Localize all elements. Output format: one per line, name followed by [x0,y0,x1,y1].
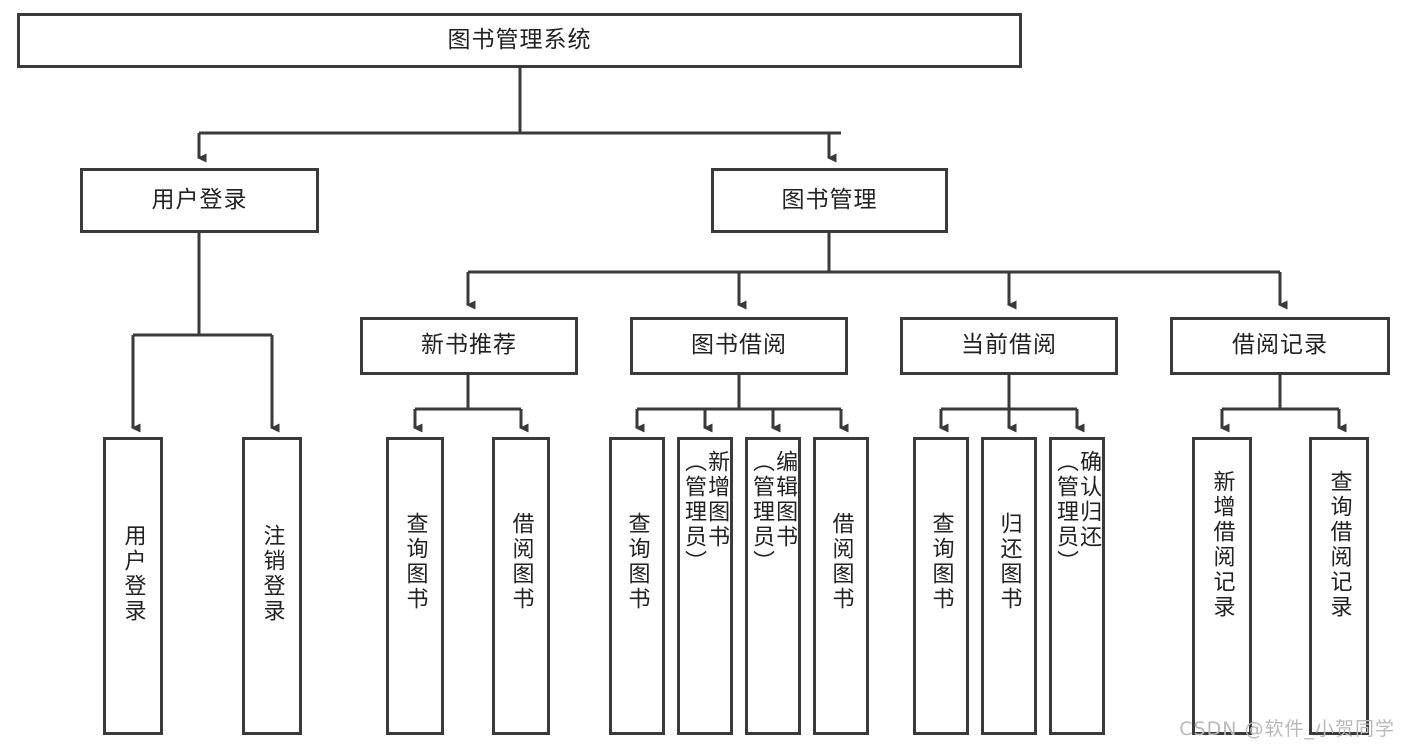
leaf-label: 编辑图书 （管理员） [749,450,798,575]
leaf-recommend-borrow-book[interactable]: 借阅图书 [492,437,550,735]
node-label: 用户登录 [151,186,248,213]
leaf-current-confirm-return-admin[interactable]: 确认归还 （管理员） [1049,437,1105,735]
leaf-user-login[interactable]: 用户登录 [103,437,163,735]
node-borrow-record[interactable]: 借阅记录 [1170,317,1390,375]
node-root-library-system[interactable]: 图书管理系统 [17,13,1022,68]
node-label: 图书借阅 [691,332,787,359]
node-label: 图书管理系统 [447,26,592,53]
node-label: 新书推荐 [421,332,517,359]
leaf-record-query-borrow-record[interactable]: 查询借阅记录 [1309,437,1369,735]
node-label: 图书管理 [781,186,878,213]
leaf-borrow-borrow-book[interactable]: 借阅图书 [813,437,869,735]
leaf-user-logout[interactable]: 注销登录 [242,437,302,735]
leaf-label: 查询图书 [402,512,428,612]
node-label: 借阅记录 [1232,332,1328,359]
watermark: CSDN @软件_小贺同学 [1179,718,1395,740]
leaf-current-query-book[interactable]: 查询图书 [913,437,969,735]
node-book-management[interactable]: 图书管理 [711,168,948,233]
leaf-label: 借阅图书 [508,512,534,612]
leaf-borrow-edit-book-admin[interactable]: 编辑图书 （管理员） [745,437,801,735]
leaf-label: 用户登录 [120,524,146,624]
node-label: 当前借阅 [961,332,1057,359]
node-book-borrow[interactable]: 图书借阅 [630,317,848,375]
node-user-login[interactable]: 用户登录 [80,168,319,233]
leaf-current-return-book[interactable]: 归还图书 [981,437,1037,735]
leaf-label: 归还图书 [996,512,1022,612]
leaf-borrow-add-book-admin[interactable]: 新增图书 （管理员） [677,437,733,735]
leaf-label: 借阅图书 [828,512,854,612]
leaf-label: 注销登录 [259,524,285,624]
leaf-label: 新增借阅记录 [1209,470,1235,620]
leaf-label: 查询借阅记录 [1326,470,1352,620]
node-current-borrow[interactable]: 当前借阅 [900,317,1118,375]
leaf-borrow-query-book[interactable]: 查询图书 [609,437,665,735]
leaf-label: 查询图书 [928,512,954,612]
leaf-label: 查询图书 [624,512,650,612]
leaf-record-add-borrow-record[interactable]: 新增借阅记录 [1192,437,1252,735]
leaf-label: 新增图书 （管理员） [681,450,730,575]
node-new-book-recommend[interactable]: 新书推荐 [360,317,578,375]
leaf-label: 确认归还 （管理员） [1053,450,1102,575]
leaf-recommend-query-book[interactable]: 查询图书 [386,437,444,735]
